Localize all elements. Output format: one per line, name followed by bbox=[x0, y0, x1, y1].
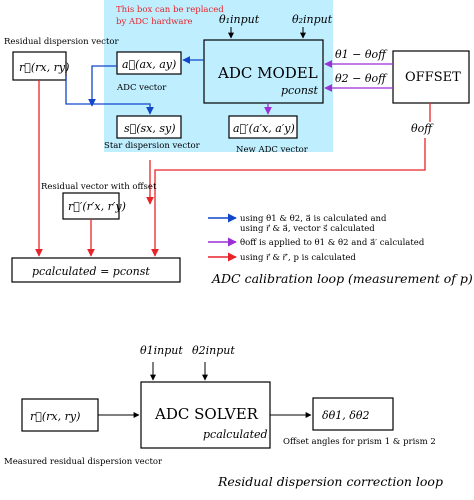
theta2-minus-off-label: θ2 − θoff bbox=[335, 72, 388, 85]
delta-box-text: δθ1, δθ2 bbox=[322, 409, 369, 422]
s-box-text: s⃗(sx, sy) bbox=[124, 122, 176, 135]
offset-box bbox=[392, 50, 470, 104]
a-box bbox=[116, 51, 182, 75]
residual-offset-label: Residual vector with offset bbox=[41, 182, 157, 192]
legend-purple-text: θoff is applied to θ1 & θ2 and a⃗′ calcu… bbox=[240, 238, 425, 248]
a-prime-box-text: a⃗′(a′x, a′y) bbox=[233, 122, 295, 135]
p-result-box bbox=[11, 257, 181, 283]
replace-note-line1: This box can be replaced bbox=[116, 5, 224, 15]
adc-solver-box bbox=[140, 381, 271, 449]
legend-blue-line1: using θ1 & θ2, a⃗ is calculated and bbox=[240, 214, 387, 224]
measured-residual-label: Measured residual dispersion vector bbox=[4, 457, 163, 467]
r-prime-box-text: r⃗′(r′x, r′y) bbox=[68, 200, 126, 213]
r-prime-box bbox=[62, 192, 120, 220]
correction-r-box bbox=[21, 398, 99, 432]
legend-blue-line2: using r⃗ & a⃗, vector s⃗ calculated bbox=[240, 224, 375, 234]
red-arrow-theta-off-down bbox=[151, 138, 426, 257]
replace-note-line2: by ADC hardware bbox=[116, 17, 193, 27]
r-box-text: r⃗(rx, ry) bbox=[19, 61, 69, 74]
delta-box bbox=[312, 397, 394, 431]
residual-vector-label: Residual dispersion vector bbox=[4, 37, 119, 47]
correction-theta1-input: θ1input bbox=[140, 344, 183, 357]
blue-arrow-a-to-s bbox=[88, 65, 117, 107]
adc-vector-label: ADC vector bbox=[116, 83, 167, 93]
adc-model-title: ADC MODEL bbox=[217, 64, 318, 82]
adc-model-box bbox=[203, 39, 324, 104]
adc-solver-pcalculated: pcalculated bbox=[203, 428, 268, 441]
p-result-text: pcalculated = pconst bbox=[32, 265, 150, 278]
a-prime-box bbox=[228, 115, 298, 139]
s-box bbox=[116, 115, 182, 139]
new-adc-vector-label: New ADC vector bbox=[236, 145, 309, 155]
theta2-input-label: θ₂input bbox=[292, 13, 333, 26]
theta1-minus-off-label: θ1 − θoff bbox=[335, 48, 388, 61]
calibration-loop-title: ADC calibration loop (measurement of p) bbox=[211, 271, 473, 286]
theta1-input-label: θ₁input bbox=[219, 13, 260, 26]
legend-red-text: using r⃗ & r⃗′, p is calculated bbox=[240, 253, 356, 263]
blue-arrow-r-to-s bbox=[65, 76, 154, 115]
correction-r-box-text: r⃗(rx, ry) bbox=[30, 410, 80, 423]
correction-theta2-input: θ2input bbox=[192, 344, 235, 357]
offset-box-text: OFFSET bbox=[405, 70, 461, 85]
adc-model-pconst: pconst bbox=[281, 84, 319, 97]
offset-angles-label: Offset angles for prism 1 & prism 2 bbox=[283, 437, 436, 447]
correction-loop-title: Residual dispersion correction loop bbox=[217, 474, 443, 489]
theta-off-label: θoff bbox=[411, 122, 434, 135]
star-vector-label: Star dispersion vector bbox=[104, 141, 201, 151]
adc-solver-title: ADC SOLVER bbox=[154, 405, 259, 423]
a-box-text: a⃗(ax, ay) bbox=[122, 58, 176, 71]
